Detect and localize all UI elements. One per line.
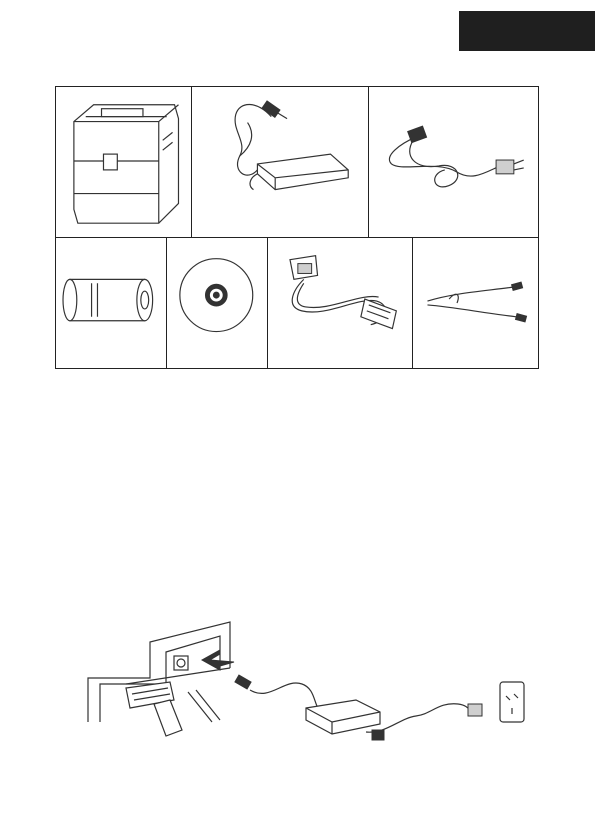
printer-icon [56,87,191,237]
power-connection-diagram-icon [70,612,530,772]
parallel-cable-icon [268,238,411,368]
printer-cell [56,87,192,237]
adapter-cell [192,87,368,237]
usb-cable-cell [413,238,538,368]
usb-cable-icon [413,238,538,368]
power-adapter-icon [192,87,367,237]
package-contents-row-1 [55,86,539,238]
parallel-cable-cell [268,238,412,368]
paper-roll-cell [56,238,167,368]
paper-roll-icon [56,238,166,368]
power-cord-icon [369,87,538,237]
package-contents-row-2 [55,237,539,369]
section-tab [459,11,595,51]
power-cord-cell [369,87,538,237]
cd-cell [167,238,269,368]
cd-icon [167,238,268,368]
